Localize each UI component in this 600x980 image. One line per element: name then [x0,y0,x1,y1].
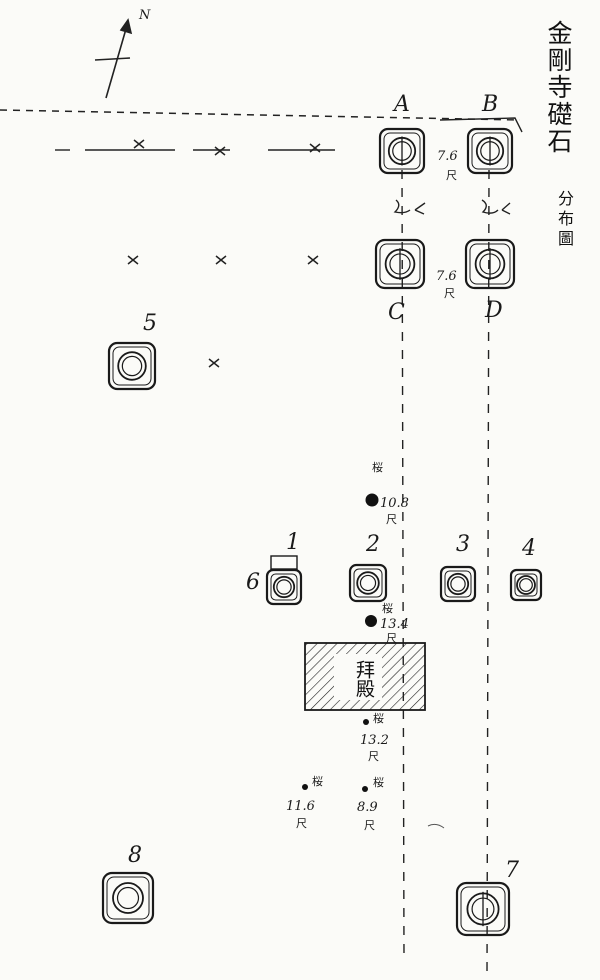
tree-label: 桜 [373,712,384,725]
stone-label-6: 6 [246,570,260,595]
stone-label-a: A [394,92,410,117]
tree-dot [365,493,379,507]
tree-value: 11.6 [286,799,315,814]
distance-cd-unit: 尺 [444,287,455,300]
distance-ab-unit: 尺 [446,169,457,182]
tree-unit: 尺 [364,819,375,832]
stone-label-c: C [388,300,405,325]
tree-unit: 尺 [386,513,397,526]
north-arrow-icon [94,18,133,99]
foundation-stone-2 [348,563,388,603]
page-title: 金剛寺礎石 [544,20,573,155]
tree-unit: 尺 [386,632,397,645]
dashed-line-c [401,169,405,961]
tree-value: 8.9 [357,800,378,815]
tree-dot [302,784,308,790]
tree-unit: 尺 [368,750,379,763]
tree-value: 10.8 [380,496,409,511]
stone-1-cap [270,555,298,570]
span-marks [393,199,511,215]
tree-value: 13.2 [360,733,389,748]
foundation-stone-a [378,127,426,175]
stone-label-d: D [485,298,503,323]
dashed-line-d [486,169,490,976]
distance-ab: 7.6 [437,149,458,164]
tree-dot [365,615,377,627]
trees-layer [302,493,379,792]
tree-value: 13.4 [380,617,409,632]
page-subtitle: 分布圖 [555,190,574,250]
stone-label-4: 4 [522,536,536,561]
stones-layer [101,127,543,937]
foundation-stone-8 [101,871,155,925]
north-label: N [139,8,151,23]
tree-label: 桜 [372,461,383,474]
foundation-stone-3 [439,565,477,603]
bracket-line [439,117,523,133]
foundation-stone-4 [509,568,543,602]
tree-label: 桜 [312,775,323,788]
stone-label-7: 7 [505,858,519,883]
tree-dot [363,719,369,725]
missing-stone-marks [127,139,321,368]
stone-label-1: 1 [286,530,300,555]
distance-cd: 7.6 [436,269,457,284]
foundation-stone-b [466,127,514,175]
tree-label: 桜 [382,602,393,615]
foundation-stone-c [374,238,426,290]
tree-unit: 尺 [296,817,307,830]
foundation-stone-7 [455,881,511,937]
tree-label: 桜 [373,776,384,789]
stone-label-8: 8 [128,843,142,868]
foundation-stone-d [464,238,516,290]
tree-dot [362,786,368,792]
stone-label-3: 3 [456,532,470,557]
foundation-stone-5 [107,341,157,391]
stone-label-5: 5 [143,311,157,336]
worship-hall-label: 拜殿 [353,660,375,698]
stone-label-b: B [482,92,499,117]
top-dashed-line [0,109,521,121]
stone-label-2: 2 [366,532,380,557]
foundation-stone-1 [265,568,303,606]
